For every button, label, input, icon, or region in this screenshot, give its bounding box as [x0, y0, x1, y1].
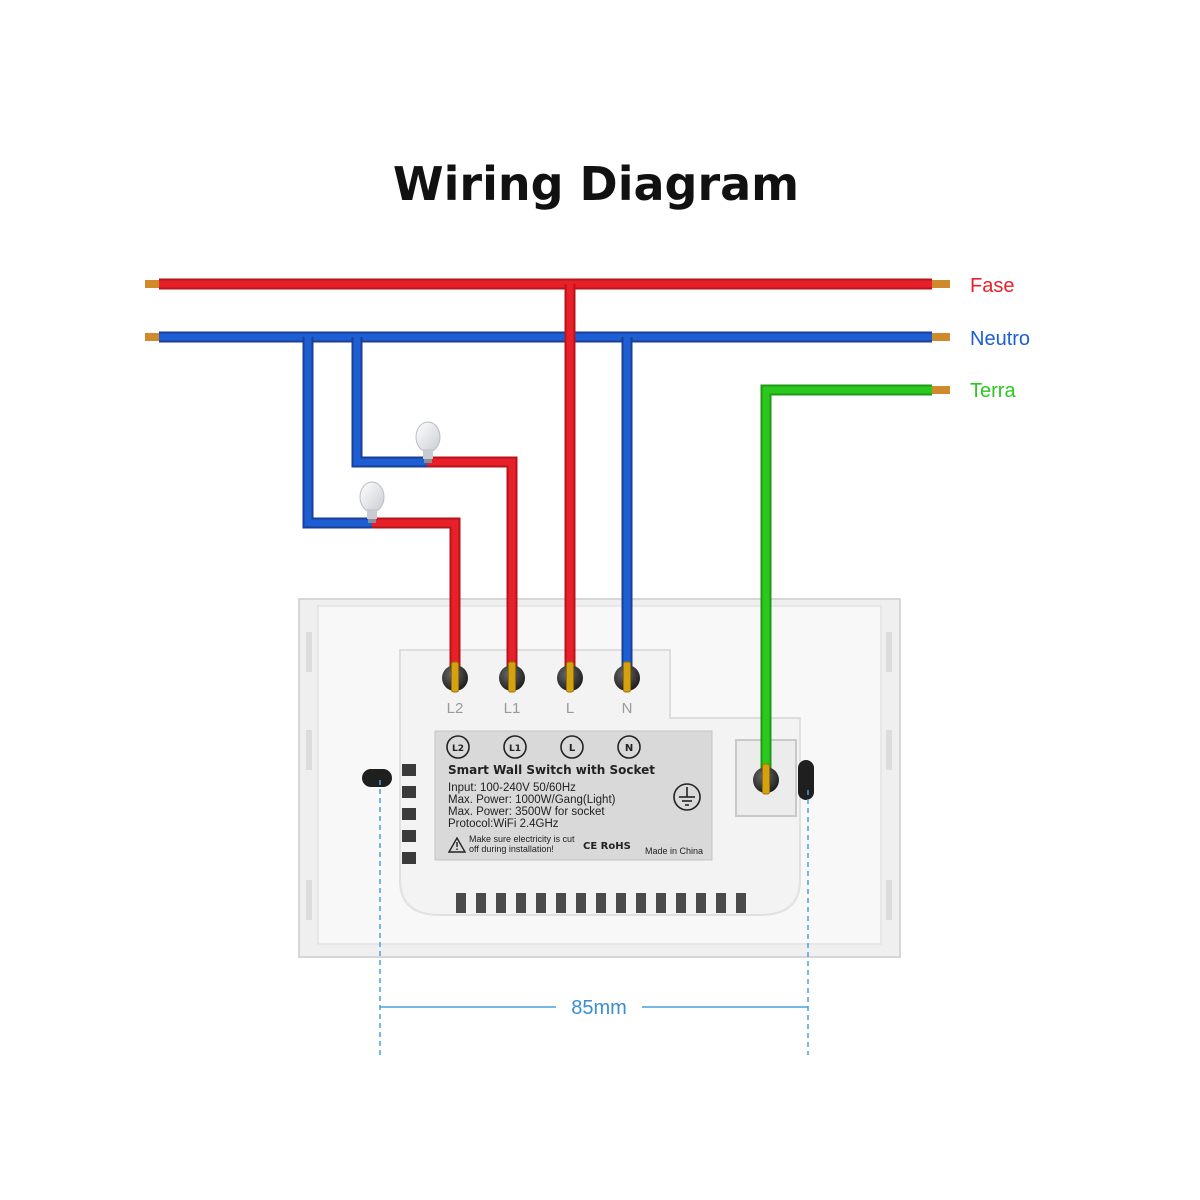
terminal-label-l2: L2: [447, 700, 464, 717]
dimension-indicator: [379, 780, 809, 1055]
made-in: Made in China: [645, 846, 703, 856]
warning-line-1: Make sure electricity is cut: [469, 834, 575, 844]
terminal-label-l: L: [566, 700, 574, 717]
switch-device: [298, 598, 901, 958]
wire-label-phase: Fase: [970, 275, 1014, 297]
light-bulb-icon: [359, 481, 385, 523]
certification-marks: CE RoHS: [583, 841, 631, 852]
spec-line-2: Max. Power: 1000W/Gang(Light): [448, 794, 616, 806]
spec-line-1: Input: 100-240V 50/60Hz: [448, 782, 576, 794]
terminal-label-n: N: [622, 700, 633, 717]
terminal-label-l1: L1: [504, 700, 521, 717]
spec-line-4: Protocol:WiFi 2.4GHz: [448, 818, 559, 830]
product-name: Smart Wall Switch with Socket: [448, 763, 655, 777]
spec-line-3: Max. Power: 3500W for socket: [448, 806, 605, 818]
light-bulb-icon: [415, 421, 441, 463]
earth-wire: [760, 384, 932, 770]
label-icon-l2: L2: [452, 744, 464, 754]
phase-wire: [159, 278, 932, 668]
dimension-label: 85mm: [571, 997, 627, 1019]
label-icon-l1: L1: [509, 744, 521, 754]
warning-icon: [447, 836, 467, 853]
product-label: L2 L1 L N Smart Wall Switch with Socket …: [434, 730, 713, 861]
label-icon-l: L: [569, 743, 576, 754]
page-title: Wiring Diagram: [393, 157, 799, 211]
label-terminal-icons: [446, 735, 641, 759]
label-icon-n: N: [625, 743, 633, 754]
neutral-wire: [159, 331, 932, 668]
terminal-screws: [442, 661, 779, 795]
wire-copper-tips: [145, 280, 950, 394]
warning-line-2: off during installation!: [469, 844, 554, 854]
wire-label-earth: Terra: [970, 380, 1016, 402]
wire-label-neutral: Neutro: [970, 328, 1030, 350]
earth-symbol-icon: [673, 783, 701, 811]
